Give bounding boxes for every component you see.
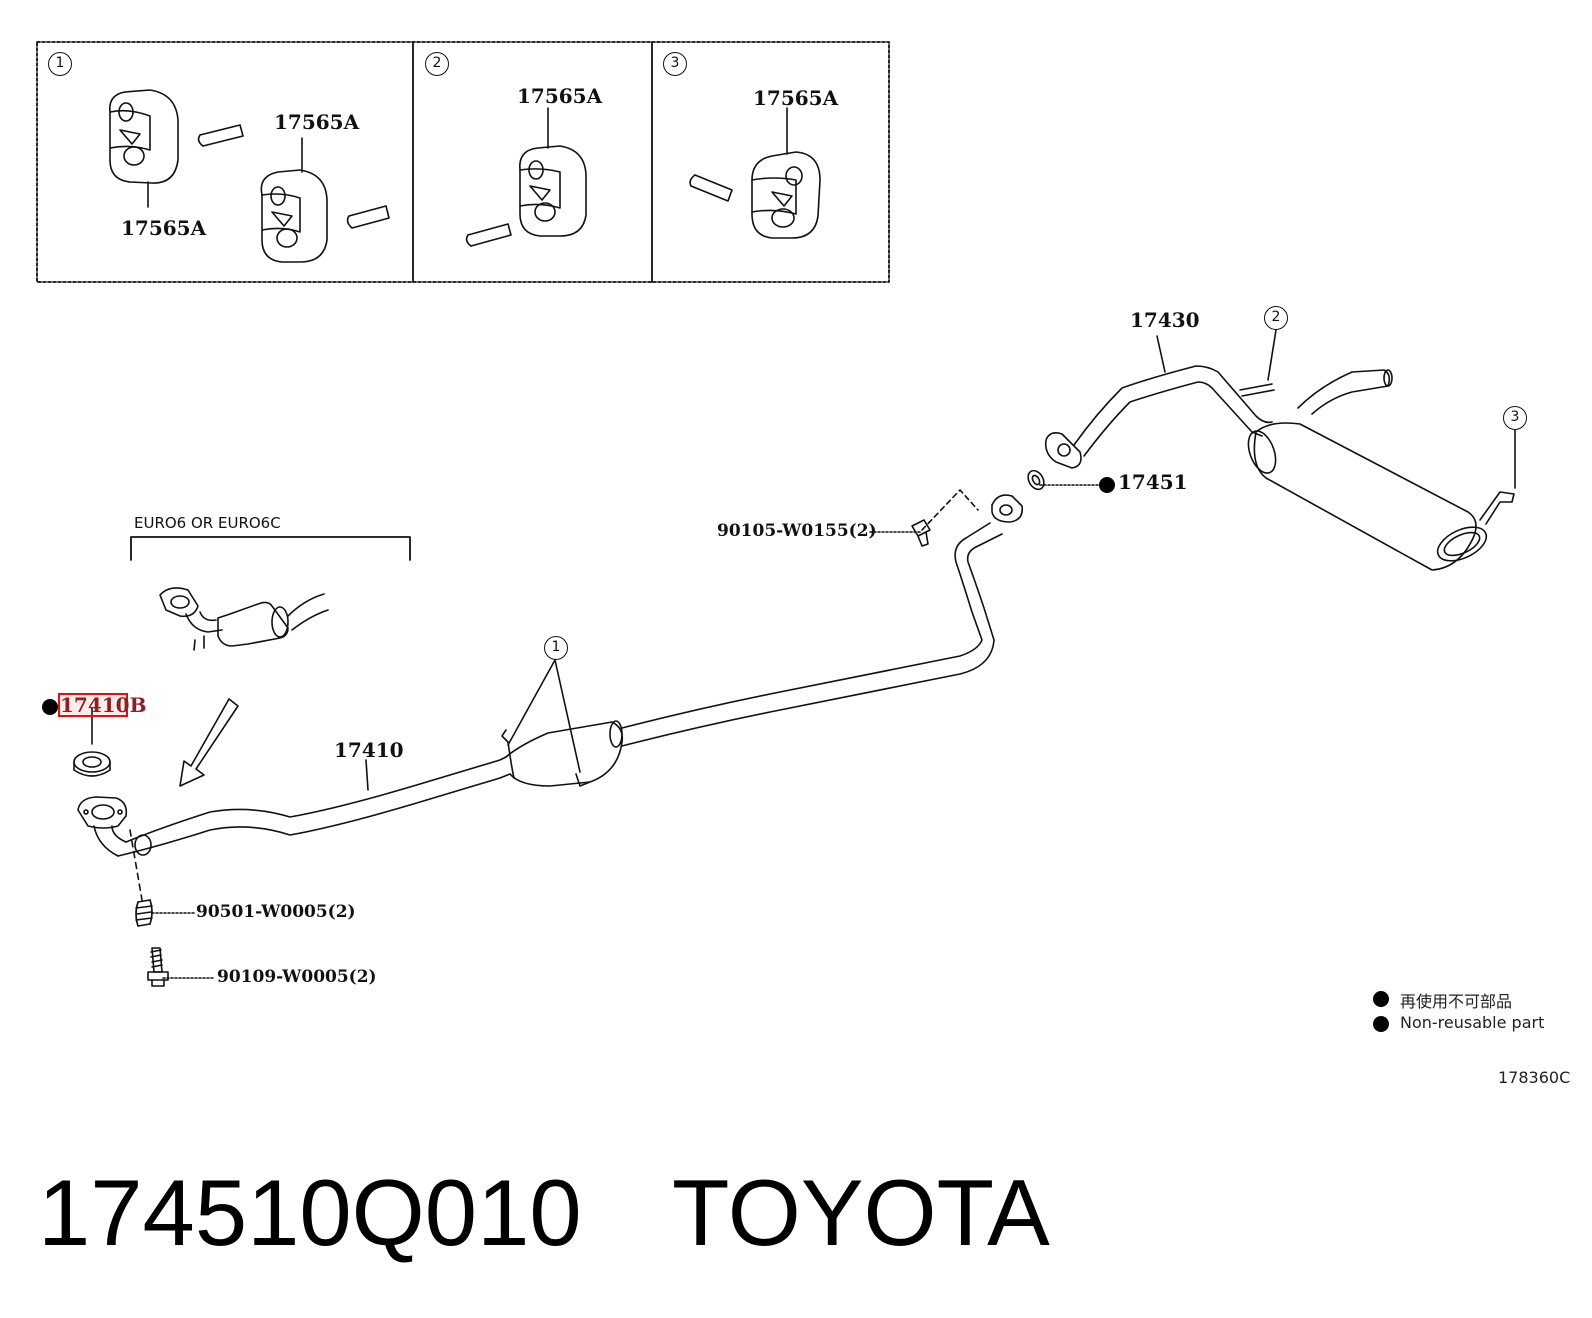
label-17451: 17451 (1118, 470, 1188, 494)
inset-2-hanger (465, 107, 587, 247)
label-17430: 17430 (1130, 308, 1200, 332)
gasket-17451 (1027, 469, 1045, 491)
euro6-front-pipe (159, 587, 329, 651)
front-pipe-17410 (77, 494, 1024, 857)
label-90501: 90501-W0005(2) (196, 902, 356, 922)
label-euro6: EURO6 OR EURO6C (134, 514, 281, 532)
label-17410: 17410 (334, 738, 404, 762)
figure-code: 178360C (1498, 1068, 1571, 1087)
gasket-ring-front (73, 751, 111, 777)
label-90109: 90109-W0005(2) (217, 967, 377, 987)
callout-3-inset: 3 (663, 52, 687, 76)
nonreusable-dot-17410b (42, 699, 58, 715)
inset-3-label: 17565A (753, 86, 839, 110)
leader-1 (507, 659, 556, 746)
spring-90501 (135, 899, 153, 927)
callout-3-main: 3 (1503, 406, 1527, 430)
direction-arrow (179, 698, 239, 787)
muffler-17430 (1044, 365, 1515, 571)
label-17410b: 17410B (60, 693, 147, 717)
highlight-17410b (58, 693, 128, 717)
bolt-90109 (147, 947, 169, 987)
leader-1b (554, 659, 581, 773)
callout-2-main: 2 (1264, 306, 1288, 330)
legend-en: Non-reusable part (1400, 1013, 1545, 1032)
euro6-bracket (130, 536, 411, 561)
leader-17430 (1156, 335, 1166, 373)
legend-dot-jp (1373, 991, 1389, 1007)
part-number-title: 174510Q010 (38, 1160, 582, 1265)
leader-2 (1267, 329, 1277, 381)
inset-frame (36, 41, 890, 283)
inset-2-label: 17565A (517, 84, 603, 108)
callout-1-main: 1 (544, 636, 568, 660)
inset-1-label-a: 17565A (274, 110, 360, 134)
label-90105: 90105-W0155(2) (717, 521, 877, 541)
inset-1-hangers (108, 89, 390, 263)
front-bolt-path (129, 829, 143, 901)
inset-1-label-b: 17565A (121, 216, 207, 240)
legend-jp: 再使用不可部品 (1400, 992, 1513, 1011)
callout-1-inset: 1 (48, 52, 72, 76)
bolt-90105 (911, 519, 931, 547)
brand-title: TOYOTA (672, 1160, 1050, 1265)
bolt-path-mid (921, 489, 979, 531)
callout-2-inset: 2 (425, 52, 449, 76)
leader-17410 (365, 759, 369, 791)
inset-3-hanger (689, 107, 821, 239)
legend-dot-en (1373, 1016, 1389, 1032)
nonreusable-dot-17451 (1099, 477, 1115, 493)
